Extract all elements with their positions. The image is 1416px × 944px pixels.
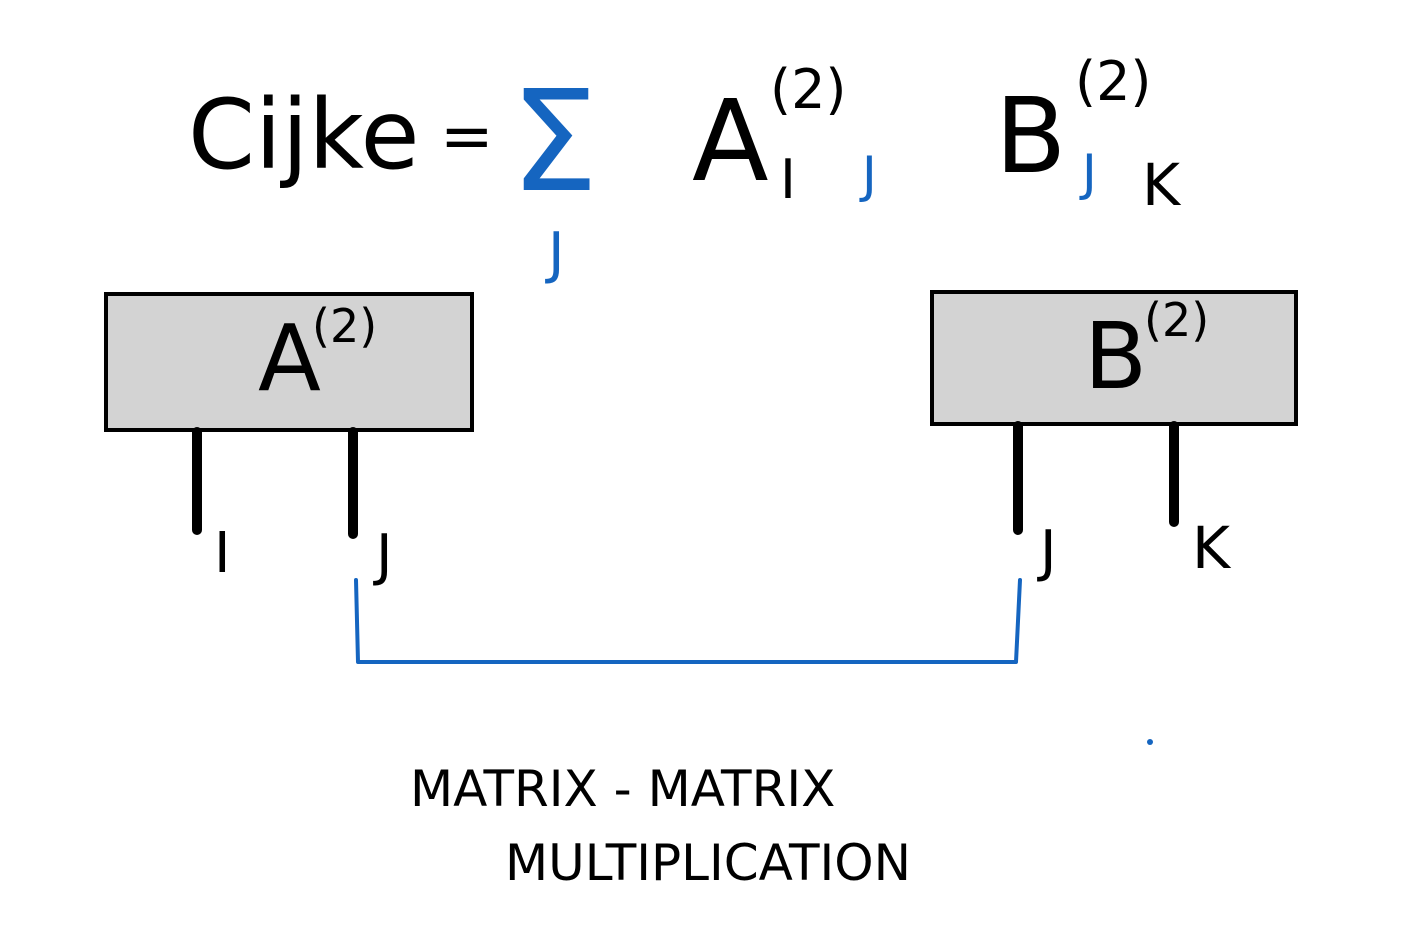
tensor-b-node: B (2) J K — [930, 290, 1298, 584]
equation-b-index-2: K — [1142, 151, 1182, 219]
caption-line-2: MULTIPLICATION — [505, 834, 911, 892]
equation-b-symbol: B — [995, 75, 1066, 197]
tensor-a-leg-j-label: J — [373, 523, 393, 588]
caption: MATRIX - MATRIX MULTIPLICATION — [410, 760, 911, 892]
tensor-b-leg-j-label: J — [1037, 519, 1057, 584]
ink-dot — [1147, 739, 1153, 745]
sum-index: J — [545, 221, 565, 286]
equation-lhs: Cijke — [188, 79, 420, 191]
tensor-a-box — [104, 292, 474, 432]
caption-line-1: MATRIX - MATRIX — [410, 760, 835, 818]
tensor-b-symbol: B — [1084, 303, 1147, 410]
equation-a-index-1: I — [780, 148, 796, 211]
equation-a-index-2: J — [859, 146, 877, 204]
contraction-wire-j — [354, 578, 1022, 664]
equation-equals: = — [440, 100, 494, 174]
equation: Cijke = Σ J A (2) I J B (2) J K — [188, 50, 1182, 286]
sum-symbol: Σ — [510, 61, 598, 224]
tensor-a-leg-i-label: I — [214, 521, 231, 586]
tensor-a-symbol: A — [258, 305, 321, 412]
tensor-b-superscript: (2) — [1144, 293, 1209, 347]
equation-a-superscript: (2) — [770, 58, 847, 121]
tensor-a-superscript: (2) — [312, 299, 377, 353]
tensor-a-node: A (2) I J — [104, 292, 474, 588]
equation-b-index-1: J — [1079, 144, 1097, 202]
equation-a-symbol: A — [692, 77, 769, 207]
equation-b-superscript: (2) — [1075, 50, 1152, 113]
tensor-b-box — [930, 290, 1298, 426]
tensor-b-leg-k-label: K — [1192, 514, 1232, 582]
